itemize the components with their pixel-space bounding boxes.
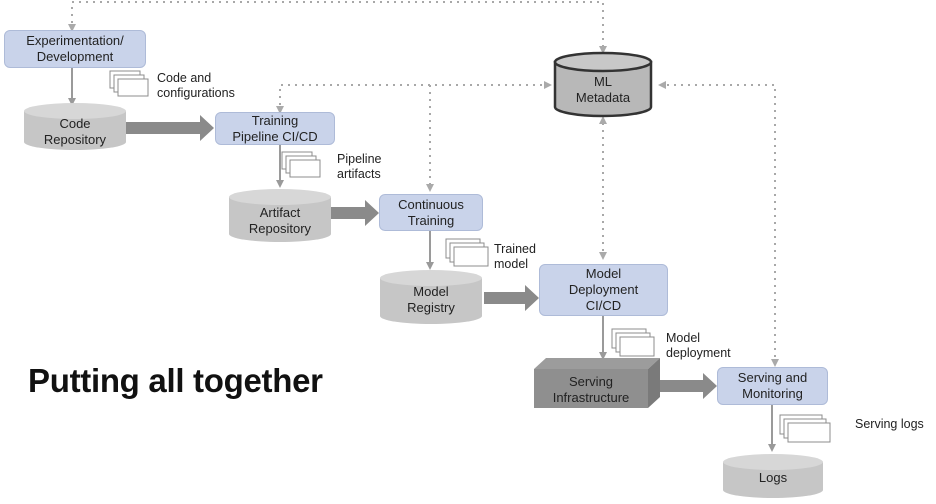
ml-metadata-cylinder: [553, 51, 653, 118]
block-arrows: [125, 115, 717, 399]
serving-infrastructure-label: Serving Infrastructure: [552, 374, 630, 405]
continuous-training-box: Continuous Training: [379, 194, 483, 231]
model-deployment-label: Model deployment: [666, 331, 731, 360]
training-pipeline-box: Training Pipeline CI/CD: [215, 112, 335, 145]
pipeline-artifact-label: Pipeline artifacts: [337, 152, 382, 181]
serving-monitoring-box: Serving and Monitoring: [717, 367, 828, 405]
model-deployment-box: Model Deployment CI/CD: [539, 264, 668, 316]
model-registry-label: Model Registry: [407, 284, 455, 315]
code-repository-label: Code Repository: [43, 116, 107, 147]
logs-label: Logs: [758, 470, 788, 485]
ml-metadata-label: ML Metadata: [575, 74, 631, 105]
code-artifact-stack-icon: [109, 70, 149, 97]
serving-logs-stack-icon: [779, 414, 831, 443]
logs-cylinder: [723, 454, 823, 498]
model-registry-cylinder: [380, 270, 482, 324]
code-artifact-label: Code and configurations: [157, 71, 235, 100]
model-deployment-stack-icon: [611, 328, 655, 357]
artifact-repository-cylinder: [229, 189, 331, 242]
trained-model-stack-icon: [445, 238, 489, 267]
page-title: Putting all together: [28, 362, 323, 399]
artifact-repository-label: Artifact Repository: [248, 205, 312, 236]
experimentation-box: Experimentation/ Development: [4, 30, 146, 68]
code-repository-cylinder: [24, 103, 126, 150]
serving-logs-label: Serving logs: [855, 417, 924, 431]
metadata-links: [68, 1, 779, 367]
serving-infrastructure-block: [534, 358, 660, 408]
trained-model-label: Trained model: [494, 242, 536, 271]
flow-arrows: [68, 68, 776, 452]
pipeline-artifact-stack-icon: [281, 151, 321, 178]
